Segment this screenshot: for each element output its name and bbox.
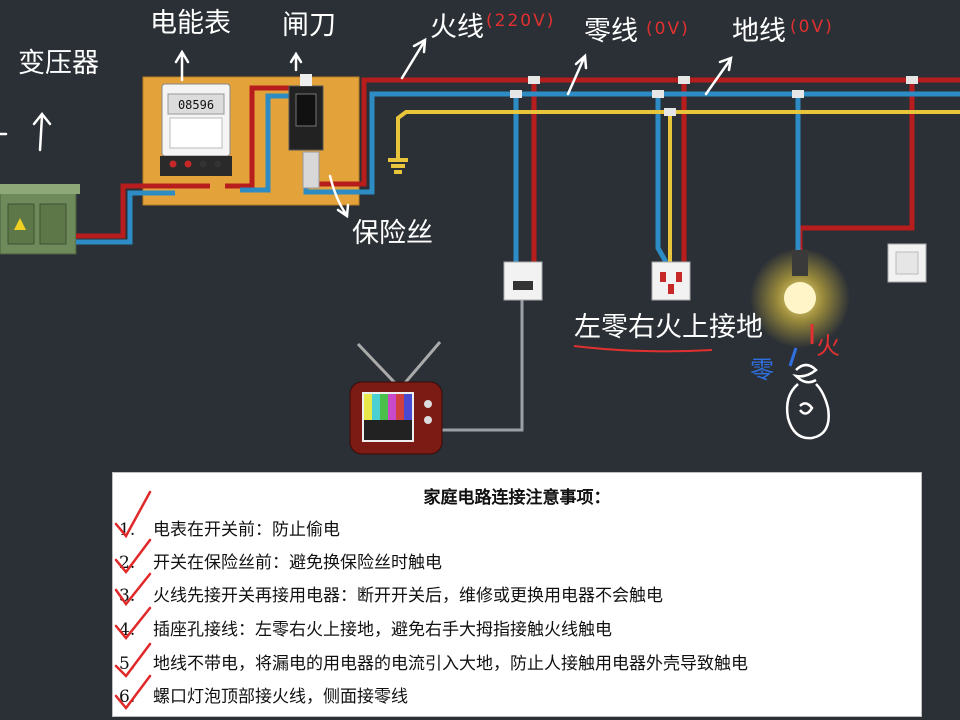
note-item-1: 1. 电表在开关前：防止偷电 <box>119 515 340 540</box>
switch-label: 闸刀 <box>282 10 336 41</box>
ground-wire <box>388 110 960 262</box>
neutral-label: 零线 <box>584 16 638 47</box>
note-text: 地线不带电，将漏电的用电器的电流引入大地，防止人接触用电器外壳导致触电 <box>153 654 748 674</box>
note-item-6: 6. 螺口灯泡顶部接火线，侧面接零线 <box>119 682 408 707</box>
bulb-neutral-label: 零 <box>750 356 774 384</box>
bulb-neutral-mark <box>788 347 798 367</box>
two-hole-socket <box>503 261 543 301</box>
note-text: 电表在开关前：防止偷电 <box>153 520 340 540</box>
note-number: 2. <box>119 553 136 573</box>
neutral-voltage-label: (0V) <box>646 19 690 39</box>
annotation-arrows <box>0 37 733 219</box>
meter-reading: 08596 <box>178 98 214 112</box>
note-text: 开关在保险丝前：避免换保险丝时触电 <box>153 553 442 573</box>
transformer <box>0 184 80 255</box>
light-bulb <box>750 248 850 348</box>
socket-rule-label: 左零右火上接地 <box>574 312 763 343</box>
note-text: 火线先接开关再接用电器：断开开关后，维修或更换用电器不会触电 <box>153 586 663 606</box>
fuse-label: 保险丝 <box>352 218 433 249</box>
wire-junctions <box>510 76 918 116</box>
note-number: 5. <box>119 654 136 674</box>
television <box>349 341 443 455</box>
live-label: 火线 <box>430 12 484 43</box>
note-item-4: 4. 插座孔接线：左零右火上接地，避免右手大拇指接触火线触电 <box>119 615 612 640</box>
note-text: 螺口灯泡顶部接火线，侧面接零线 <box>153 687 408 707</box>
note-number: 1. <box>119 520 136 540</box>
note-item-3: 3. 火线先接开关再接用电器：断开开关后，维修或更换用电器不会触电 <box>119 581 663 606</box>
transformer-label: 变压器 <box>18 48 99 79</box>
socket-rule-underline <box>573 345 713 353</box>
ground-voltage-label: (0V) <box>790 17 834 37</box>
bulb-live-label: 火 <box>816 332 840 360</box>
note-text: 插座孔接线：左零右火上接地，避免右手大拇指接触火线触电 <box>153 620 612 640</box>
electric-meter <box>160 83 232 176</box>
note-item-5: 5. 地线不带电，将漏电的用电器的电流引入大地，防止人接触用电器外壳导致触电 <box>119 649 748 674</box>
notes-title: 家庭电路连接注意事项： <box>423 488 611 508</box>
ground-label: 地线 <box>732 16 786 47</box>
three-hole-socket <box>651 261 691 301</box>
live-voltage-label: (220V) <box>486 11 555 31</box>
notes-panel: 家庭电路连接注意事项： 1. 电表在开关前：防止偷电 2. 开关在保险丝前：避免换保… <box>112 472 922 717</box>
screw-bulb-sketch <box>785 363 830 440</box>
note-number: 6. <box>119 687 136 707</box>
note-number: 4. <box>119 620 136 640</box>
tv-cable <box>438 300 524 432</box>
meter-label: 电能表 <box>150 8 231 39</box>
knife-switch <box>288 74 324 189</box>
note-item-2: 2. 开关在保险丝前：避免换保险丝时触电 <box>119 548 442 573</box>
note-number: 3. <box>119 586 136 606</box>
wall-switch <box>887 243 927 283</box>
